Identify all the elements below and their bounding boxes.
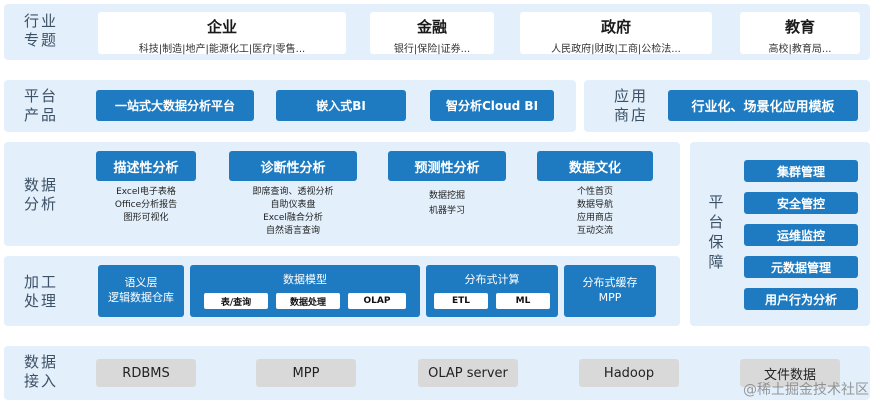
data-model-label: 数据模型 <box>283 273 327 286</box>
app-store-title: 应用 商店 <box>613 87 648 124</box>
card-title: 金融 <box>416 18 447 36</box>
predictive-analysis-button[interactable]: 预测性分析 <box>388 151 506 181</box>
list-item: 自助仪表盘 <box>270 200 316 210</box>
list-item: Office分析报告 <box>114 200 178 210</box>
watermark: @稀土掘金技术社区 <box>743 382 869 398</box>
descriptive-analysis-button[interactable]: 描述性分析 <box>96 151 196 181</box>
list-item: Excel融合分析 <box>263 213 323 223</box>
card-subtitle: 人民政府|财政|工商|公检法... <box>551 44 681 55</box>
list-item: 机器学习 <box>428 206 465 216</box>
cluster-management-button[interactable]: 集群管理 <box>744 160 858 182</box>
descriptive-analysis-items: Excel电子表格 Office分析报告 图形可视化 <box>96 186 196 225</box>
data-culture-button[interactable]: 数据文化 <box>537 151 653 181</box>
ops-monitoring-button[interactable]: 运维监控 <box>744 224 858 246</box>
source-hadoop-chip[interactable]: Hadoop <box>579 359 679 387</box>
data-model-box[interactable]: 数据模型 <box>190 265 420 317</box>
semantic-layer-box[interactable]: 语义层 逻辑数据仓库 <box>98 265 184 317</box>
data-access-title: 数据 接入 <box>23 353 58 390</box>
distributed-cache-box[interactable]: 分布式缓存 MPP <box>564 265 656 317</box>
industry-card-enterprise[interactable]: 企业 科技|制造|地产|能源化工|医疗|零售... <box>98 12 346 55</box>
ml-chip[interactable]: ML <box>496 293 550 309</box>
list-item: 自然语言查询 <box>265 226 320 236</box>
etl-chip[interactable]: ETL <box>434 293 488 309</box>
platform-guarantee-title: 平 台 保 障 <box>708 193 726 271</box>
source-mpp-chip[interactable]: MPP <box>256 359 356 387</box>
list-item: 个性首页 <box>576 187 613 197</box>
olap-chip[interactable]: OLAP <box>348 293 406 309</box>
data-processing-chip[interactable]: 数据处理 <box>276 293 340 309</box>
table-query-chip[interactable]: 表/查询 <box>204 293 268 309</box>
list-item: 数据导航 <box>576 200 613 210</box>
industry-card-government[interactable]: 政府 人民政府|财政|工商|公检法... <box>520 12 712 55</box>
card-subtitle: 科技|制造|地产|能源化工|医疗|零售... <box>138 44 306 55</box>
data-culture-items: 个性首页 数据导航 应用商店 互动交流 <box>537 186 653 238</box>
card-title: 企业 <box>206 18 237 36</box>
card-title: 政府 <box>600 18 631 36</box>
industry-card-education[interactable]: 教育 高校|教育局... <box>740 12 860 55</box>
source-rdbms-chip[interactable]: RDBMS <box>96 359 196 387</box>
card-subtitle: 高校|教育局... <box>768 44 832 55</box>
diagnostic-analysis-items: 即席查询、透视分析 自助仪表盘 Excel融合分析 自然语言查询 <box>229 186 357 238</box>
processing-title: 加工 处理 <box>23 273 58 310</box>
product-cloud-bi-button[interactable]: 智分析Cloud BI <box>430 90 554 121</box>
product-embedded-bi-button[interactable]: 嵌入式BI <box>276 90 406 121</box>
list-item: Excel电子表格 <box>116 187 176 197</box>
user-behavior-analysis-button[interactable]: 用户行为分析 <box>744 288 858 310</box>
list-item: 互动交流 <box>576 226 613 236</box>
platform-products-title: 平台 产品 <box>23 87 58 124</box>
list-item: 数据挖掘 <box>428 191 465 201</box>
security-control-button[interactable]: 安全管控 <box>744 192 858 214</box>
industry-card-finance[interactable]: 金融 银行|保险|证券... <box>370 12 494 55</box>
app-template-button[interactable]: 行业化、场景化应用模板 <box>668 90 858 121</box>
source-olap-server-chip[interactable]: OLAP server <box>418 359 518 387</box>
card-title: 教育 <box>784 18 815 36</box>
predictive-analysis-items: 数据挖掘 机器学习 <box>388 189 506 219</box>
data-analysis-title: 数据 分析 <box>23 176 58 213</box>
product-bigdata-platform-button[interactable]: 一站式大数据分析平台 <box>96 90 254 121</box>
list-item: 即席查询、透视分析 <box>252 187 334 197</box>
card-subtitle: 银行|保险|证券... <box>393 44 471 55</box>
diagnostic-analysis-button[interactable]: 诊断性分析 <box>229 151 357 181</box>
metadata-management-button[interactable]: 元数据管理 <box>744 256 858 278</box>
distributed-compute-box[interactable]: 分布式计算 <box>426 265 558 317</box>
source-file-data-chip[interactable]: 文件数据 <box>740 359 840 387</box>
list-item: 图形可视化 <box>123 213 169 223</box>
list-item: 应用商店 <box>576 213 613 223</box>
industry-title: 行业 专题 <box>23 12 58 49</box>
distributed-compute-label: 分布式计算 <box>464 273 520 286</box>
